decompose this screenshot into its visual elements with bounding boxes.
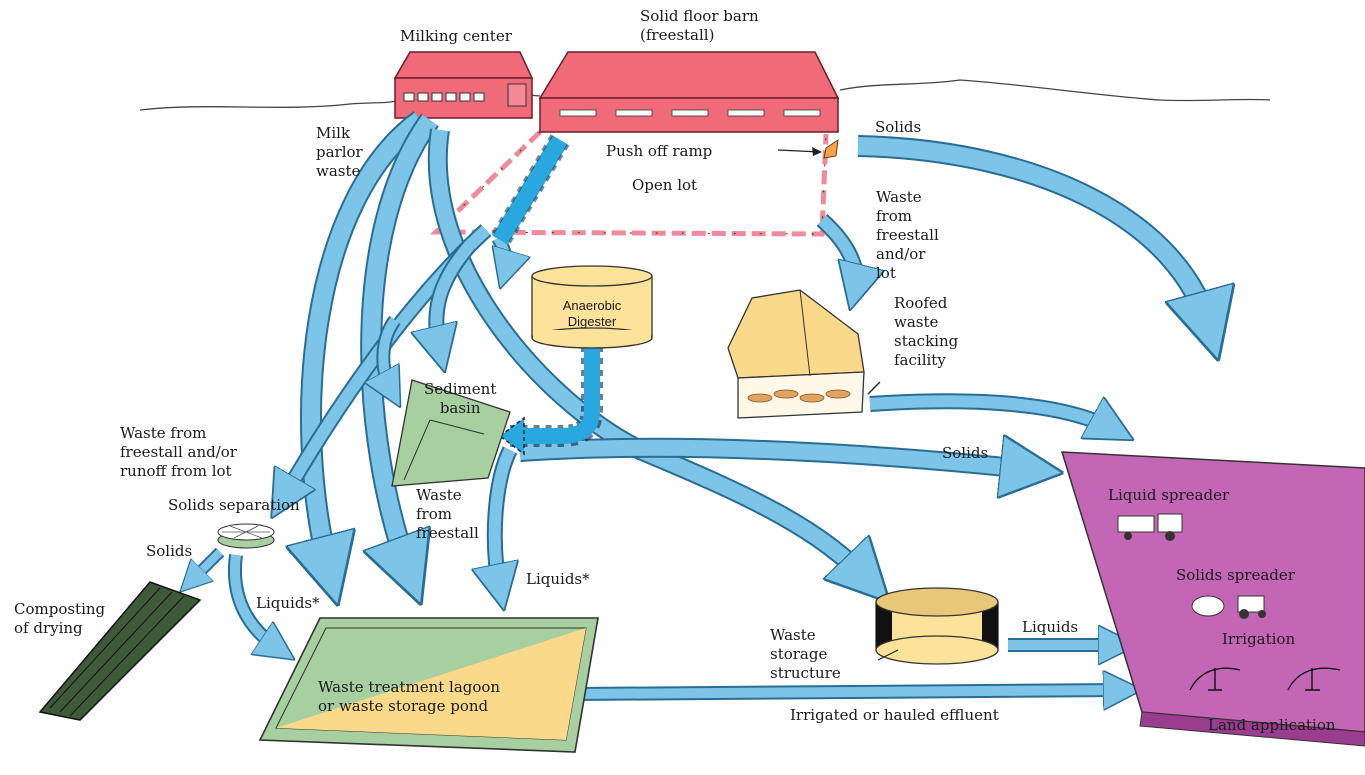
liquid-spreader-label: Liquid spreader <box>1108 486 1230 504</box>
solids-left-label: Solids <box>146 542 193 560</box>
irrigated-effluent-label: Irrigated or hauled effluent <box>790 706 999 724</box>
sediment-basin-label: Sediment basin <box>424 380 497 417</box>
solids-middle-label: Solids <box>942 444 989 462</box>
treatment-lagoon <box>258 617 599 753</box>
waste-freestall-lot-label: Waste from freestall and/or lot <box>876 188 939 282</box>
solids-separation-screen <box>217 523 275 549</box>
milking-center-label: Milking center <box>400 27 512 45</box>
liquid-spreader-icon <box>1117 513 1183 541</box>
irrigation-icon <box>1189 667 1341 691</box>
solids-spreader-label: Solids spreader <box>1176 566 1295 584</box>
liquids-right-label: Liquids <box>1022 618 1079 636</box>
anaerobic-digester <box>531 265 653 349</box>
barn-label: Solid floor barn (freestall) <box>640 7 759 44</box>
flow-arrows <box>190 111 1210 694</box>
solids-spreader-icon <box>1191 595 1266 619</box>
sediment-basin <box>391 379 511 487</box>
waste-storage-tank <box>875 587 999 665</box>
irrigation-label: Irrigation <box>1222 630 1296 648</box>
freestall-barn-building <box>538 51 840 133</box>
push-off-ramp <box>823 138 839 159</box>
roofed-stacking-facility <box>727 289 865 419</box>
waste-from-freestall-label: Waste from freestall <box>416 486 479 542</box>
composting-label: Composting of drying <box>14 600 106 637</box>
solids-separation-label: Solids separation <box>168 496 300 514</box>
land-application-field <box>1060 451 1365 747</box>
milk-parlor-label: Milk parlor waste <box>316 124 363 180</box>
milking-center-building <box>393 51 534 119</box>
solids-top-label: Solids <box>875 118 922 136</box>
liquids-center-label: Liquids* <box>526 570 590 588</box>
open-lot-fence <box>429 130 829 237</box>
roofed-stacking-label: Roofed waste stacking facility <box>894 294 959 369</box>
liquids-left-label: Liquids* <box>256 594 320 612</box>
open-lot-label: Open lot <box>632 176 698 194</box>
digester-pipe <box>490 134 603 456</box>
anaerobic-digester-label: Anaerobic Digester <box>562 298 622 329</box>
waste-storage-label: Waste storage structure <box>770 626 841 682</box>
waste-runoff-label: Waste from freestall and/or runoff from … <box>120 424 237 480</box>
lagoon-label: Waste treatment lagoon or waste storage … <box>318 678 501 715</box>
composting-pile <box>38 581 202 721</box>
push-off-ramp-label: Push off ramp <box>606 142 713 160</box>
land-application-label: Land application <box>1208 716 1336 734</box>
